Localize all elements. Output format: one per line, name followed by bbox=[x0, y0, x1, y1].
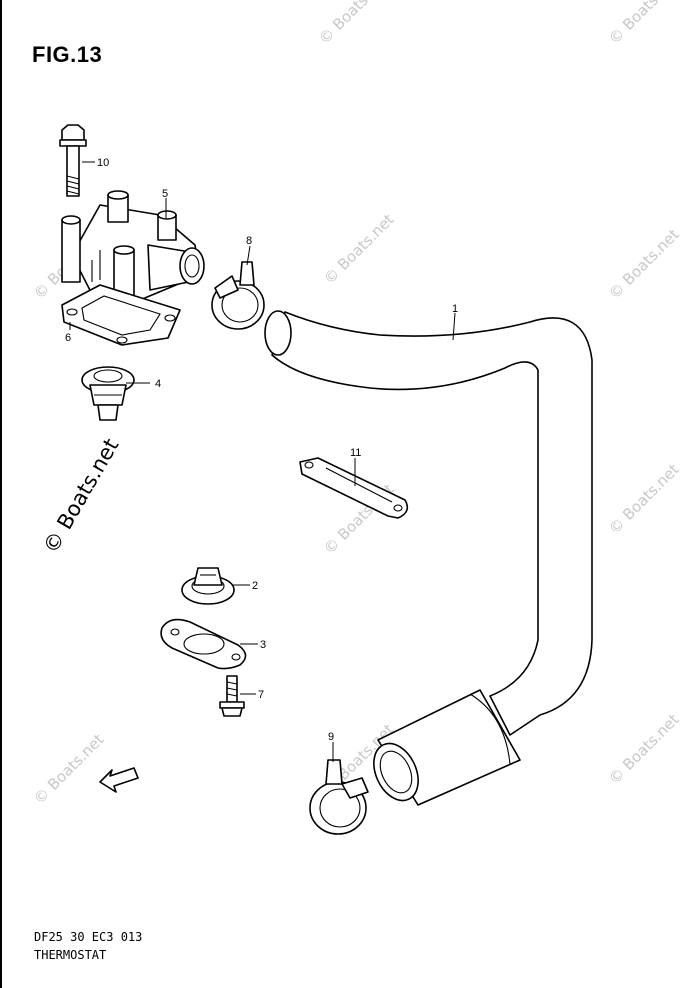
part-6-gasket bbox=[61, 284, 181, 346]
callout-labels: 1 2 3 4 5 6 7 8 9 10 11 bbox=[65, 157, 458, 743]
callout-9: 9 bbox=[328, 731, 334, 743]
callout-10: 10 bbox=[97, 157, 109, 169]
part-10-bolt bbox=[59, 124, 87, 197]
part-9-hose-clamp bbox=[309, 759, 369, 835]
part-7-bolt bbox=[219, 675, 245, 717]
callout-11: 11 bbox=[350, 447, 361, 459]
callout-5: 5 bbox=[162, 188, 168, 200]
watermark-text: © Boats.net bbox=[605, 0, 683, 48]
part-11-hose-bracket bbox=[299, 457, 409, 519]
callout-4: 4 bbox=[155, 378, 161, 390]
watermark-text: © Boats.net bbox=[605, 225, 683, 303]
watermark-text: © Boats.net bbox=[315, 0, 393, 48]
watermark-text-large: © Boats.net bbox=[39, 435, 124, 558]
model-code: DF25 30 EC3 013 bbox=[34, 930, 143, 944]
leader-lines bbox=[69, 161, 456, 762]
part-3-gasket bbox=[160, 618, 247, 670]
callout-1: 1 bbox=[452, 303, 458, 315]
watermark-text: © Boats.net bbox=[605, 460, 683, 538]
part-1-water-hose bbox=[264, 310, 593, 806]
callout-7: 7 bbox=[258, 689, 264, 701]
callout-2: 2 bbox=[252, 580, 258, 592]
part-2-plug-cap bbox=[181, 567, 235, 605]
figure-title: FIG.13 bbox=[32, 42, 103, 67]
callout-8: 8 bbox=[246, 235, 252, 247]
part-4-thermostat bbox=[81, 366, 135, 421]
part-5-thermostat-cover bbox=[61, 190, 205, 311]
watermark-text: © Boats.net bbox=[30, 730, 108, 808]
forward-arrow-icon bbox=[99, 767, 139, 793]
figure-name: THERMOSTAT bbox=[34, 948, 107, 962]
callout-6: 6 bbox=[65, 332, 71, 344]
callout-3: 3 bbox=[260, 639, 266, 651]
part-8-hose-clamp bbox=[211, 261, 265, 330]
watermark-text: © Boats.net bbox=[320, 210, 398, 288]
watermark-text: © Boats.net bbox=[605, 710, 683, 788]
